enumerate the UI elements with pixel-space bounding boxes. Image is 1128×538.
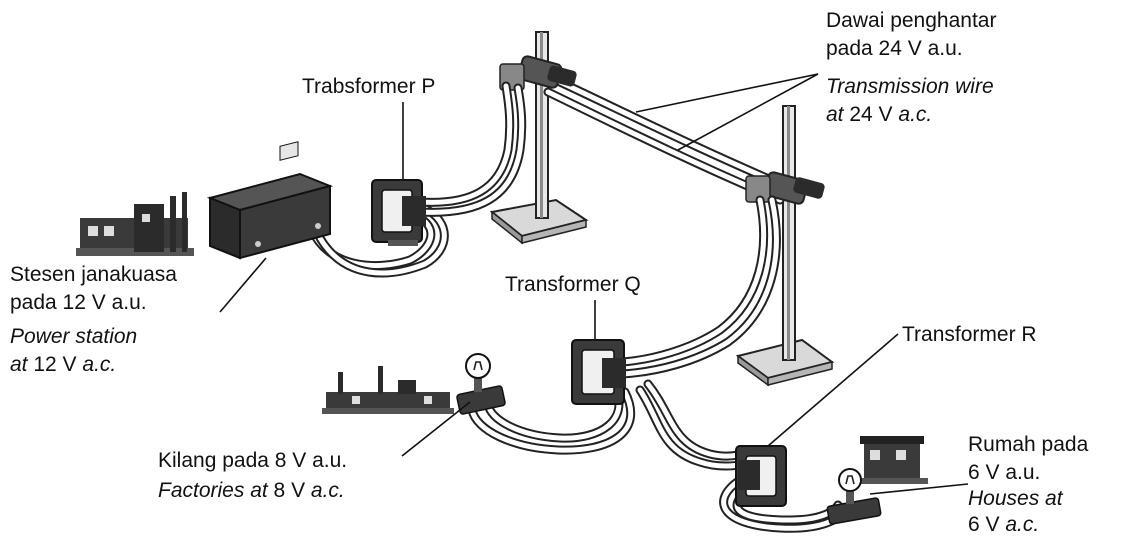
houses-label-line2: 6 V a.u. — [968, 461, 1041, 484]
wire-label-line4: at 24 V a.c. — [826, 103, 933, 126]
houses-label-line1: Rumah pada — [968, 433, 1089, 456]
transformer-p — [371, 179, 426, 246]
wire-label-line1: Dawai penghantar — [826, 9, 997, 32]
leader-power-station — [219, 257, 267, 313]
houses-model — [858, 436, 928, 484]
power-label-line2: pada 12 V a.u. — [10, 291, 147, 314]
stand-left — [489, 31, 589, 245]
leader-factory — [401, 401, 471, 457]
transformer-q-label: Transformer Q — [505, 273, 641, 296]
transformer-p-label: Trabsformer P — [302, 75, 436, 98]
power-supply-box — [206, 141, 334, 260]
power-label-line1: Stesen janakuasa — [10, 263, 177, 286]
power-station-model — [76, 192, 194, 256]
transformer-q — [571, 339, 626, 405]
houses-label-line4: 6 V a.c. — [968, 513, 1040, 536]
leader-transformer-r — [767, 333, 899, 447]
leader-wire-upper — [635, 73, 819, 113]
houses-label-line3: Houses at — [968, 487, 1063, 510]
wire-label-line2: pada 24 V a.u. — [826, 37, 963, 60]
houses-lamp — [826, 468, 882, 525]
power-label-line3: Power station — [10, 325, 138, 348]
factory-model — [322, 366, 454, 414]
clamp-right — [745, 171, 825, 205]
power-label-line4: at 12 V a.c. — [10, 353, 117, 376]
factory-label-line1: Kilang pada 8 V a.u. — [158, 449, 348, 472]
stand-right — [735, 105, 835, 387]
transformer-r-label: Transformer R — [902, 323, 1037, 346]
factory-lamp — [456, 353, 506, 415]
clamp-left — [499, 55, 577, 91]
leader-lines — [219, 73, 969, 495]
wire-label-line3: Transmission wire — [826, 75, 994, 98]
leader-wire-lower — [677, 73, 819, 151]
leader-houses — [869, 483, 969, 495]
transformer-r — [735, 445, 787, 507]
factory-label-line2: Factories at 8 V a.c. — [158, 479, 345, 502]
